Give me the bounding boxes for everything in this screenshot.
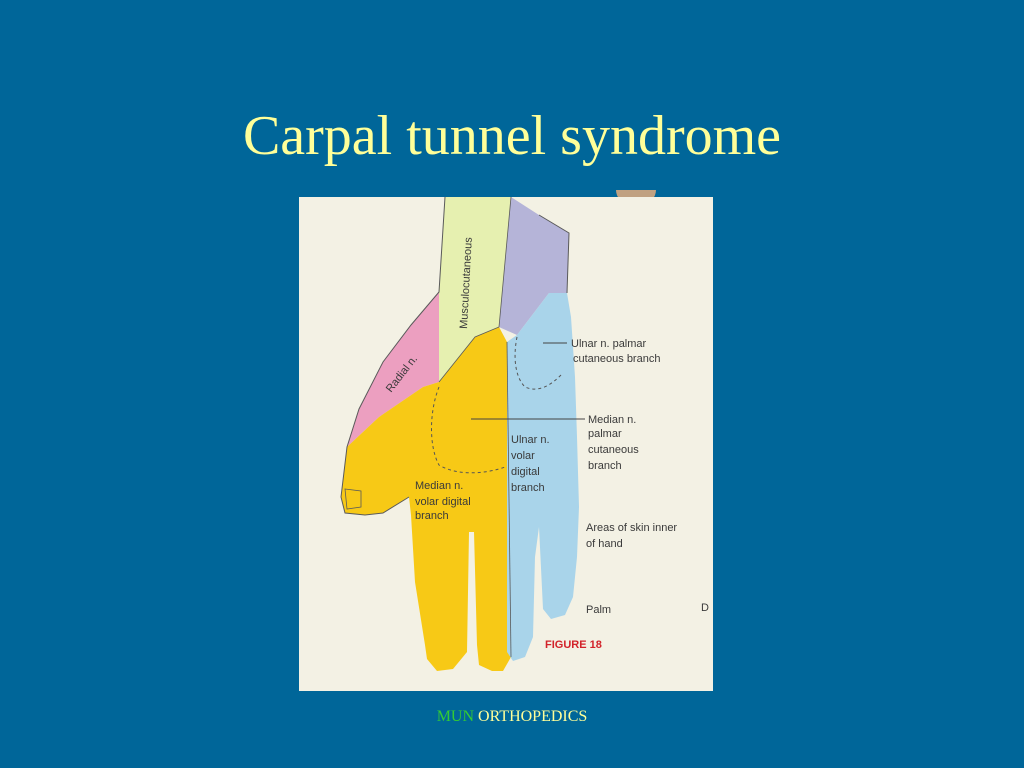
callout-median-palmar-1: Median n. (588, 414, 636, 426)
median-region (341, 327, 511, 671)
callout-d: D (701, 602, 709, 614)
callout-median-palmar-3: cutaneous (588, 444, 639, 456)
slide-title: Carpal tunnel syndrome (242, 105, 782, 167)
hand-diagram-svg: Musculocutaneous Radial n. Ulnar n. vola… (340, 197, 709, 671)
callout-median-palmar-2: palmar (588, 428, 622, 440)
footer-org: MUN (436, 708, 475, 725)
label-median-volar-1: Median n. (415, 480, 463, 492)
callout-median-palmar-4: branch (588, 460, 622, 472)
label-ulnar-volar-2: volar (511, 450, 535, 462)
footer-dept: ORTHOPEDICS (478, 708, 588, 725)
callout-areas-1: Areas of skin inner (586, 522, 677, 534)
label-musculocutaneous: Musculocutaneous (458, 236, 475, 329)
label-ulnar-volar-4: branch (511, 482, 545, 494)
label-ulnar-volar-1: Ulnar n. (511, 434, 550, 446)
ulnar-region (507, 293, 579, 661)
radial-region (347, 292, 439, 447)
callout-palm: Palm (586, 604, 611, 616)
label-ulnar-volar-3: digital (511, 466, 540, 478)
musculocutaneous-region (439, 197, 511, 382)
hand-nerve-diagram: Musculocutaneous Radial n. Ulnar n. vola… (299, 197, 713, 691)
callout-ulnar-palmar-2: cutaneous branch (573, 353, 660, 365)
figure-number: FIGURE 18 (545, 639, 602, 651)
ulnar-dorsal-region (499, 197, 569, 335)
callout-areas-2: of hand (586, 538, 623, 550)
label-median-volar-3: branch (415, 510, 449, 522)
callout-ulnar-palmar-1: Ulnar n. palmar (571, 338, 647, 350)
label-median-volar-2: volar digital (415, 496, 471, 508)
slide-footer: MUN ORTHOPEDICS (0, 708, 1024, 726)
